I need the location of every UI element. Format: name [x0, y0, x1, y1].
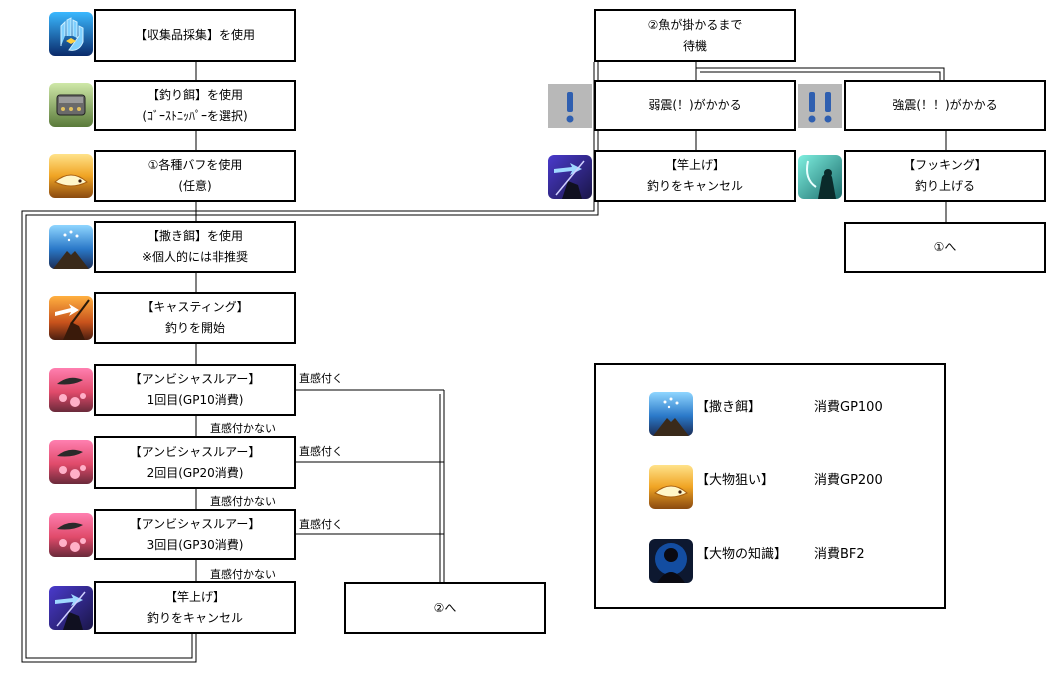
legend-name-3: 【大物の知識】 — [696, 547, 788, 562]
goto-1-label: ①へ — [933, 240, 957, 254]
goto-1-box: ①へ — [844, 222, 1046, 273]
bait-icon — [49, 83, 93, 127]
buffs-label: ①各種バフを使用 — [147, 158, 243, 172]
rod-up-left-label: 【竿上げ】 — [164, 589, 225, 604]
ambitious-lure-2-sublabel: 2回目(GP20消費) — [146, 465, 244, 480]
intuition-label-2: 直感付く — [299, 445, 343, 458]
no-intuition-label-3: 直感付かない — [210, 568, 276, 581]
hook-box: 【フッキング】 釣り上げる — [844, 150, 1046, 202]
cast-sublabel: 釣りを開始 — [164, 321, 225, 335]
legend-cost-1: 消費GP100 — [814, 400, 883, 415]
ambitious-lure-2-box: 【アンビシャスルアー】 2回目(GP20消費) — [94, 436, 296, 489]
strong-bite-box: 強震(！！)がかかる — [844, 80, 1046, 131]
chum-label: 【撒き餌】を使用 — [146, 229, 243, 243]
ambitious-lure-icon — [49, 440, 93, 484]
legend-name-1: 【撒き餌】 — [696, 400, 762, 415]
legend-box: 【撒き餌】 消費GP100 【大物狙い】 消費GP200 【大物の知識】 消費B… — [594, 363, 946, 609]
rod-up-right-box: 【竿上げ】 釣りをキャンセル — [594, 150, 796, 202]
intuition-label-3: 直感付く — [299, 518, 343, 531]
ambitious-lure-1-sublabel: 1回目(GP10消費) — [146, 393, 244, 407]
collectable-label: 【収集品採集】を使用 — [134, 28, 255, 42]
bait-label: 【釣り餌】を使用 — [146, 87, 243, 102]
strong-bite-icon — [798, 84, 842, 128]
no-intuition-label-1: 直感付かない — [210, 422, 276, 435]
goto-2-box: ②へ — [344, 582, 546, 634]
collectable-box: 【収集品採集】を使用 — [94, 9, 296, 62]
collectable-icon — [49, 12, 93, 56]
ambitious-lure-1-box: 【アンビシャスルアー】 1回目(GP10消費) — [94, 364, 296, 416]
chum-sublabel: ※個人的には非推奨 — [141, 250, 249, 264]
hook-icon — [798, 155, 842, 199]
ambitious-lure-1-label: 【アンビシャスルアー】 — [129, 372, 261, 386]
legend-cost-2: 消費GP200 — [814, 473, 883, 488]
no-intuition-label-2: 直感付かない — [210, 495, 276, 508]
chum-box: 【撒き餌】を使用 ※個人的には非推奨 — [94, 221, 296, 273]
patience-icon — [649, 465, 693, 509]
chum-icon — [649, 392, 693, 436]
weak-bite-box: 弱震(！)がかかる — [594, 80, 796, 131]
bait-sublabel: (ｺﾞｰｽﾄﾆｯﾊﾟｰを選択) — [142, 108, 248, 123]
ambitious-lure-3-label: 【アンビシャスルアー】 — [129, 516, 261, 531]
weak-bite-label: 弱震(！)がかかる — [648, 98, 742, 112]
chum-icon — [49, 225, 93, 269]
wait-box: ②魚が掛かるまで 待機 — [594, 9, 796, 62]
rod-up-icon — [49, 586, 93, 630]
ambitious-lure-3-sublabel: 3回目(GP30消費) — [146, 537, 244, 552]
cast-box: 【キャスティング】 釣りを開始 — [94, 292, 296, 344]
rod-up-icon — [548, 155, 592, 199]
ambitious-lure-icon — [49, 368, 93, 412]
wait-label: ②魚が掛かるまで — [647, 17, 743, 32]
rod-up-right-label: 【竿上げ】 — [664, 158, 725, 172]
legend-name-2: 【大物狙い】 — [696, 473, 775, 488]
ambitious-lure-3-box: 【アンビシャスルアー】 3回目(GP30消費) — [94, 509, 296, 560]
buffs-sublabel: (任意) — [178, 179, 212, 193]
legend-cost-3: 消費BF2 — [814, 547, 865, 562]
bait-box: 【釣り餌】を使用 (ｺﾞｰｽﾄﾆｯﾊﾟｰを選択) — [94, 80, 296, 131]
weak-bite-icon — [548, 84, 592, 128]
ambitious-lure-2-label: 【アンビシャスルアー】 — [129, 444, 261, 459]
ambitious-lure-icon — [49, 513, 93, 557]
rod-up-left-box: 【竿上げ】 釣りをキャンセル — [94, 581, 296, 634]
goto-2-label: ②へ — [433, 600, 457, 615]
wait-sublabel: 待機 — [682, 38, 707, 53]
rod-up-right-sublabel: 釣りをキャンセル — [646, 179, 743, 193]
strong-bite-label: 強震(！！)がかかる — [892, 98, 998, 112]
fish-eyes-icon — [649, 539, 693, 583]
patience-icon — [49, 154, 93, 198]
rod-up-left-sublabel: 釣りをキャンセル — [146, 610, 243, 625]
hook-sublabel: 釣り上げる — [914, 179, 975, 193]
intuition-label-1: 直感付く — [299, 372, 343, 385]
cast-label: 【キャスティング】 — [141, 300, 249, 314]
hook-label: 【フッキング】 — [903, 158, 987, 172]
buffs-box: ①各種バフを使用 (任意) — [94, 150, 296, 202]
cast-icon — [49, 296, 93, 340]
